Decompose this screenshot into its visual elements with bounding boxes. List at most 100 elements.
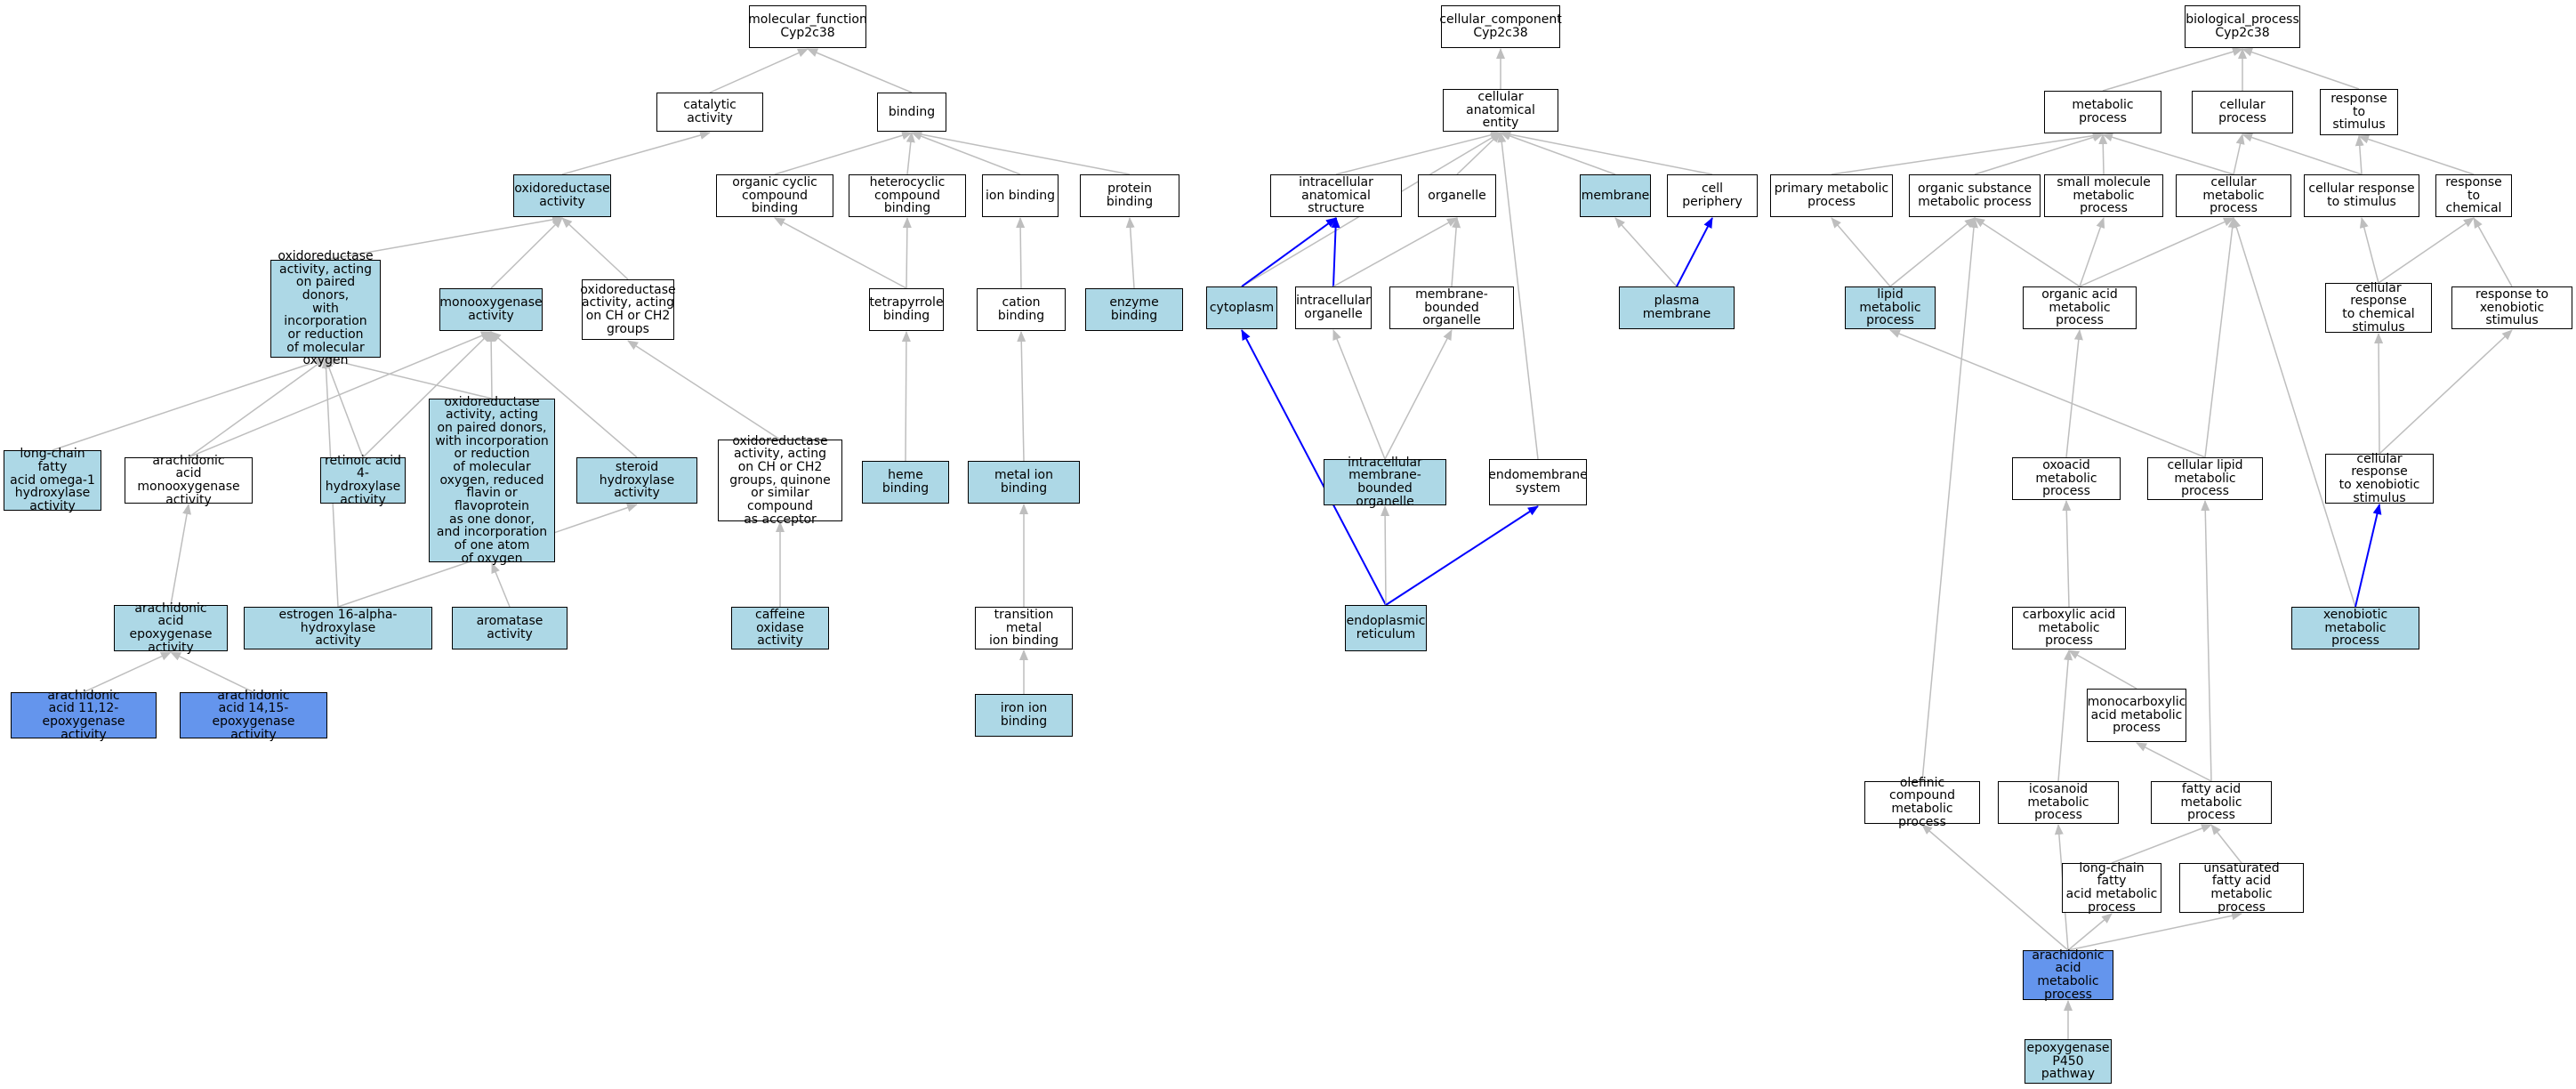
node-primary-metabolic-process[interactable]: primary metabolic process bbox=[1770, 174, 1893, 217]
node-estrogen-16alpha-hydroxylase[interactable]: estrogen 16-alpha-hydroxylase activity bbox=[244, 607, 432, 649]
edge-retinoic-to-monooxygenase bbox=[362, 331, 492, 458]
node-intracellular-membrane-bounded-organelle[interactable]: intracellular membrane-bounded organelle bbox=[1324, 456, 1446, 508]
edge-intracell_mem_org-to-intracell_org bbox=[1332, 329, 1386, 460]
node-cellular-component[interactable]: cellular_component Cyp2c38 bbox=[1439, 5, 1562, 48]
node-oxidoreductase-activity[interactable]: oxidoreductase activity bbox=[513, 174, 611, 217]
node-small-molecule-metabolic-process[interactable]: small molecule metabolic process bbox=[2044, 174, 2163, 217]
node-retinoic-acid-4-hydroxylase[interactable]: retinoic acid 4-hydroxylase activity bbox=[320, 454, 406, 506]
node-aromatase-activity[interactable]: aromatase activity bbox=[452, 607, 568, 649]
node-intracellular-organelle[interactable]: intracellular organelle bbox=[1295, 286, 1372, 329]
node-organic-cyclic-compound-binding[interactable]: organic cyclic compound binding bbox=[716, 174, 833, 217]
edge-lipid_met-to-primary_met bbox=[1831, 217, 1891, 287]
node-oxidoreductase-ch-ch2[interactable]: oxidoreductase activity, acting on CH or… bbox=[580, 279, 676, 340]
node-monocarboxylic-acid-metabolic-process[interactable]: monocarboxylic acid metabolic process bbox=[2087, 689, 2186, 742]
edge-oxred_flavin-to-monooxygenase bbox=[487, 331, 496, 399]
node-arachidonic-acid-epoxygenase[interactable]: arachidonic acid epoxygenase activity bbox=[114, 601, 228, 654]
edge-enzyme_binding-to-protein_binding bbox=[1125, 217, 1135, 289]
edge-binding-to-mf_root bbox=[807, 48, 913, 93]
node-catalytic-activity[interactable]: catalytic activity bbox=[656, 93, 763, 132]
node-steroid-hydroxylase-activity[interactable]: steroid hydroxylase activity bbox=[576, 457, 697, 504]
node-molecular-function[interactable]: molecular_function Cyp2c38 bbox=[748, 5, 867, 48]
node-biological-process[interactable]: biological_process Cyp2c38 bbox=[2185, 5, 2300, 48]
node-cation-binding[interactable]: cation binding bbox=[977, 288, 1066, 331]
edge-cell_met-to-metabolic bbox=[2102, 133, 2234, 175]
node-caffeine-oxidase-activity[interactable]: caffeine oxidase activity bbox=[731, 607, 829, 649]
node-cellular-lipid-metabolic-process[interactable]: cellular lipid metabolic process bbox=[2147, 457, 2263, 500]
node-arachidonic-acid-metabolic-process[interactable]: arachidonic acid metabolic process bbox=[2023, 948, 2113, 1001]
node-epoxygenase-p450-pathway[interactable]: epoxygenase P450 pathway bbox=[2025, 1039, 2112, 1084]
node-carboxylic-acid-metabolic-process[interactable]: carboxylic acid metabolic process bbox=[2012, 607, 2126, 649]
node-response-to-stimulus[interactable]: response to stimulus bbox=[2320, 89, 2398, 135]
node-endomembrane-system[interactable]: endomembrane system bbox=[1488, 459, 1588, 505]
edge-arach_mono-to-oxred_paired bbox=[188, 358, 326, 458]
node-heterocyclic-compound-binding[interactable]: heterocyclic compound binding bbox=[849, 174, 966, 217]
node-plasma-membrane[interactable]: plasma membrane bbox=[1619, 286, 1735, 329]
node-xenobiotic-metabolic-process[interactable]: xenobiotic metabolic process bbox=[2291, 607, 2419, 649]
edge-metal_ion-to-cation_binding bbox=[1017, 331, 1026, 462]
node-fatty-acid-metabolic-process[interactable]: fatty acid metabolic process bbox=[2151, 781, 2272, 824]
node-cellular-response-to-chemical-stimulus[interactable]: cellular response to chemical stimulus bbox=[2325, 281, 2432, 334]
node-cellular-response-to-stimulus[interactable]: cellular response to stimulus bbox=[2304, 174, 2419, 217]
node-monooxygenase-activity[interactable]: monooxygenase activity bbox=[439, 288, 543, 331]
edge-oxred_flavin-to-oxred_paired bbox=[325, 356, 493, 399]
node-cellular-process[interactable]: cellular process bbox=[2192, 91, 2293, 133]
node-cellular-anatomical-entity[interactable]: cellular anatomical entity bbox=[1443, 89, 1558, 132]
node-cellular-response-to-xenobiotic-stimulus[interactable]: cellular response to xenobiotic stimulus bbox=[2325, 452, 2434, 504]
edge-oxidoreductase-to-catalytic bbox=[561, 131, 711, 175]
edge-oxred_ch_ch2-to-oxidoreductase bbox=[561, 217, 629, 280]
edge-xeno_met-to-cell_resp_xeno bbox=[2355, 504, 2382, 608]
node-iron-ion-binding[interactable]: iron ion binding bbox=[975, 694, 1073, 737]
node-long-chain-fatty-acid-metabolic-process[interactable]: long-chain fatty acid metabolic process bbox=[2062, 861, 2161, 914]
edge-er-to-intracell_mem_org bbox=[1381, 505, 1390, 606]
node-cellular-metabolic-process[interactable]: cellular metabolic process bbox=[2176, 174, 2291, 217]
node-endoplasmic-reticulum[interactable]: endoplasmic reticulum bbox=[1345, 605, 1427, 651]
node-binding[interactable]: binding bbox=[877, 93, 946, 132]
node-oxidoreductase-paired-donors[interactable]: oxidoreductase activity, acting on paire… bbox=[270, 250, 381, 367]
node-transition-metal-ion-binding[interactable]: transition metal ion binding bbox=[975, 607, 1073, 649]
node-organic-substance-metabolic-process[interactable]: organic substance metabolic process bbox=[1909, 174, 2041, 217]
edge-lipid_met-to-org_subst bbox=[1889, 217, 1976, 287]
node-organelle[interactable]: organelle bbox=[1418, 174, 1496, 217]
node-arachidonic-acid-monooxygenase[interactable]: arachidonic acid monooxygenase activity bbox=[125, 454, 253, 506]
node-olefinic-compound-metabolic-process[interactable]: olefinic compound metabolic process bbox=[1864, 776, 1980, 828]
node-tetrapyrrole-binding[interactable]: tetrapyrrole binding bbox=[869, 288, 944, 331]
edge-xeno_met-to-cell_met bbox=[2232, 217, 2356, 608]
node-oxidoreductase-quinone-acceptor[interactable]: oxidoreductase activity, acting on CH or… bbox=[718, 434, 842, 526]
node-arachidonic-acid-1112-epoxygenase[interactable]: arachidonic acid 11,12-epoxygenase activ… bbox=[11, 689, 157, 741]
node-metal-ion-binding[interactable]: metal ion binding bbox=[968, 461, 1080, 504]
node-ion-binding[interactable]: ion binding bbox=[982, 174, 1059, 217]
edge-small_mol-to-metabolic bbox=[2098, 133, 2108, 175]
node-response-to-xenobiotic-stimulus[interactable]: response to xenobiotic stimulus bbox=[2451, 286, 2572, 329]
node-heme-binding[interactable]: heme binding bbox=[862, 461, 949, 504]
node-protein-binding[interactable]: protein binding bbox=[1080, 174, 1179, 217]
node-membrane-bounded-organelle[interactable]: membrane-bounded organelle bbox=[1389, 286, 1514, 329]
node-cell-periphery[interactable]: cell periphery bbox=[1667, 174, 1758, 217]
node-icosanoid-metabolic-process[interactable]: icosanoid metabolic process bbox=[1998, 781, 2119, 824]
node-enzyme-binding[interactable]: enzyme binding bbox=[1085, 288, 1183, 331]
edge-intracell_mem_org-to-mem_bound_org bbox=[1384, 329, 1453, 460]
node-membrane[interactable]: membrane bbox=[1580, 174, 1651, 217]
edge-endomembrane-to-cell_anat bbox=[1497, 132, 1539, 460]
edge-arach_1415-to-arach_epox bbox=[170, 651, 254, 693]
node-cytoplasm[interactable]: cytoplasm bbox=[1206, 286, 1277, 329]
node-long-chain-fatty-acid-omega1-hydroxylase[interactable]: long-chain fatty acid omega-1 hydroxylas… bbox=[4, 448, 101, 512]
edge-intracell_org-to-intracell_anat bbox=[1331, 217, 1340, 287]
edge-cell_resp_chem-to-cell_resp_stim bbox=[2359, 217, 2379, 284]
node-response-to-chemical[interactable]: response to chemical bbox=[2435, 174, 2512, 217]
edge-oxred_quinone-to-oxred_ch_ch2 bbox=[627, 340, 781, 440]
node-unsaturated-fatty-acid-metabolic-process[interactable]: unsaturated fatty acid metabolic process bbox=[2179, 861, 2304, 914]
node-oxoacid-metabolic-process[interactable]: oxoacid metabolic process bbox=[2012, 457, 2121, 500]
edge-organelle-to-cell_anat bbox=[1456, 132, 1501, 175]
node-arachidonic-acid-1415-epoxygenase[interactable]: arachidonic acid 14,15-epoxygenase activ… bbox=[180, 689, 327, 741]
node-organic-acid-metabolic-process[interactable]: organic acid metabolic process bbox=[2023, 286, 2137, 329]
node-intracellular-anatomical-structure[interactable]: intracellular anatomical structure bbox=[1270, 174, 1402, 217]
edge-cell_resp_chem-to-resp_chem bbox=[2378, 217, 2475, 284]
node-lipid-metabolic-process[interactable]: lipid metabolic process bbox=[1845, 286, 1936, 329]
edge-cell_periphery-to-cell_anat bbox=[1500, 130, 1713, 175]
node-metabolic-process[interactable]: metabolic process bbox=[2044, 91, 2161, 133]
node-oxidoreductase-reduced-flavin[interactable]: oxidoreductase activity, acting on paire… bbox=[429, 395, 555, 565]
edge-cell_resp_stim-to-resp_stim bbox=[2355, 135, 2364, 175]
edge-resp_chem-to-resp_stim bbox=[2358, 134, 2475, 175]
